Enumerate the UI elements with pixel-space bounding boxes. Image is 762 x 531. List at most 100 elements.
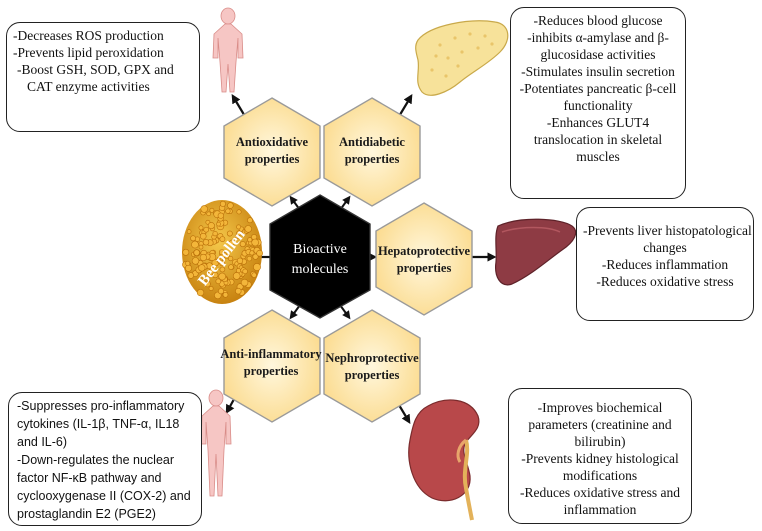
- pollen-granule: [251, 272, 257, 278]
- pollen-granule: [212, 271, 219, 279]
- hex-antidiabetic-line1: Antidiabetic: [339, 135, 405, 149]
- nephro-item: -Reduces oxidative stress and: [519, 485, 681, 500]
- pollen-granule: [193, 249, 200, 256]
- pollen-granule: [185, 260, 191, 266]
- nephro-item: bilirubin): [574, 434, 626, 449]
- pollen-granule: [198, 225, 204, 231]
- bee-pollen-pile: Bee pollen: [182, 200, 263, 304]
- pollen-granule: [200, 205, 208, 213]
- antioxidative-item: -Boost GSH, SOD, GPX and: [17, 62, 174, 77]
- antioxidative-item: -Decreases ROS production: [13, 28, 164, 43]
- hex-hepatoprotective: Hepatoprotective properties: [375, 202, 473, 316]
- pollen-granule: [204, 280, 211, 288]
- pollen-granule: [182, 248, 190, 256]
- box-hepatoprotective: -Prevents liver histopatological changes…: [576, 207, 754, 321]
- antidiabetic-item: translocation in skeletal: [533, 132, 663, 147]
- pollen-granule: [236, 224, 241, 230]
- hex-antioxidative-line1: Antioxidative: [236, 135, 309, 149]
- pollen-granule: [251, 238, 259, 247]
- hex-hepato-line1: Hepatoprotective: [378, 244, 471, 258]
- nephro-item: inflammation: [563, 502, 637, 517]
- nephro-item: -Prevents kidney histological: [521, 451, 679, 466]
- pollen-granule: [228, 264, 234, 270]
- pollen-granule: [236, 209, 242, 215]
- pancreas-icon: [415, 20, 509, 96]
- antidiabetic-item: -Potentiates pancreatic β-cell: [519, 81, 677, 96]
- pollen-granule: [209, 207, 215, 213]
- pollen-granule: [199, 253, 207, 262]
- pollen-granule: [226, 230, 233, 237]
- pollen-granule: [217, 212, 224, 219]
- pollen-granule: [187, 272, 195, 279]
- pollen-granule: [190, 235, 196, 242]
- antiinflam-item: factor NF-κB pathway and: [17, 471, 162, 485]
- pollen-granule: [199, 232, 207, 240]
- core-line2: molecules: [292, 262, 349, 277]
- pollen-granule: [227, 202, 234, 209]
- hex-antidiabetic: Antidiabetic properties: [323, 97, 421, 207]
- hepato-item: -Reduces inflammation: [601, 257, 729, 272]
- pollen-granule: [252, 253, 259, 260]
- antidiabetic-item: glucosidase activities: [540, 47, 656, 62]
- kidney-icon: [408, 399, 480, 521]
- hex-nephro-line2: properties: [345, 368, 400, 382]
- pollen-granule: [256, 249, 263, 257]
- antiinflam-item: -Suppresses pro-inflammatory: [17, 399, 185, 413]
- pollen-granule: [235, 287, 242, 295]
- pollen-granule: [191, 257, 200, 265]
- pollen-granule: [207, 222, 215, 230]
- nephro-item: -Improves biochemical: [537, 400, 663, 415]
- pollen-granule: [242, 268, 248, 275]
- pollen-granule: [198, 244, 204, 250]
- box-antioxidative: -Decreases ROS production -Prevents lipi…: [6, 22, 200, 132]
- hex-nephro-line1: Nephroprotective: [325, 351, 419, 365]
- pollen-granule: [202, 239, 210, 246]
- pollen-granule: [215, 278, 222, 285]
- box-nephroprotective: -Improves biochemical parameters (creati…: [508, 388, 692, 524]
- pollen-granule: [216, 221, 221, 227]
- antioxidative-item: -Prevents lipid peroxidation: [13, 45, 164, 60]
- liver-icon: [495, 218, 577, 286]
- pollen-granule: [216, 256, 222, 262]
- pollen-granule: [247, 217, 253, 224]
- hex-antioxidative-line2: properties: [245, 152, 300, 166]
- nephro-item: modifications: [562, 468, 638, 483]
- hex-anti-inflammatory: Anti-inflammatory properties: [220, 309, 322, 423]
- pollen-granule: [232, 272, 241, 280]
- box-anti-inflammatory: -Suppresses pro-inflammatory cytokines (…: [8, 392, 202, 526]
- pollen-granule: [236, 268, 242, 274]
- pollen-granule: [236, 230, 242, 236]
- antiinflam-item: cytokines (IL-1β, TNF-α, IL18: [17, 417, 180, 431]
- antidiabetic-item: -Stimulates insulin secretion: [521, 64, 675, 79]
- pollen-granule: [236, 257, 244, 264]
- antiinflam-item: and IL-6): [17, 435, 68, 449]
- pollen-granule: [240, 278, 249, 287]
- pollen-granule: [219, 266, 226, 273]
- pollen-granule: [247, 237, 253, 243]
- antiinflam-item: prostaglandin E2 (PGE2): [17, 507, 156, 521]
- pollen-granule: [246, 255, 253, 262]
- pollen-granule: [196, 289, 205, 297]
- hex-antiinflam-line1: Anti-inflammatory: [220, 347, 322, 361]
- box-antidiabetic: -Reduces blood glucose -inhibits α-amyla…: [510, 7, 686, 199]
- hex-antioxidative: Antioxidative properties: [223, 97, 321, 207]
- pollen-granule: [219, 200, 226, 207]
- pollen-granule: [244, 225, 252, 233]
- pollen-granule: [225, 208, 231, 214]
- antidiabetic-item: -Reduces blood glucose: [533, 13, 663, 28]
- nephro-item: parameters (creatinine and: [528, 417, 672, 432]
- hepato-item: -Prevents liver histopatological: [583, 223, 752, 238]
- pollen-granule: [212, 231, 218, 237]
- hex-hepato-line2: properties: [397, 261, 452, 275]
- pollen-granule: [222, 291, 229, 298]
- pollen-granule: [206, 211, 211, 217]
- antidiabetic-item: functionality: [563, 98, 633, 113]
- pollen-granule: [249, 250, 255, 256]
- antiinflam-item: cyclooxygenase II (COX-2) and: [17, 489, 191, 503]
- pollen-granule: [203, 226, 209, 233]
- pollen-granule: [186, 229, 192, 234]
- pollen-granule: [219, 236, 226, 242]
- pollen-granule: [219, 249, 226, 256]
